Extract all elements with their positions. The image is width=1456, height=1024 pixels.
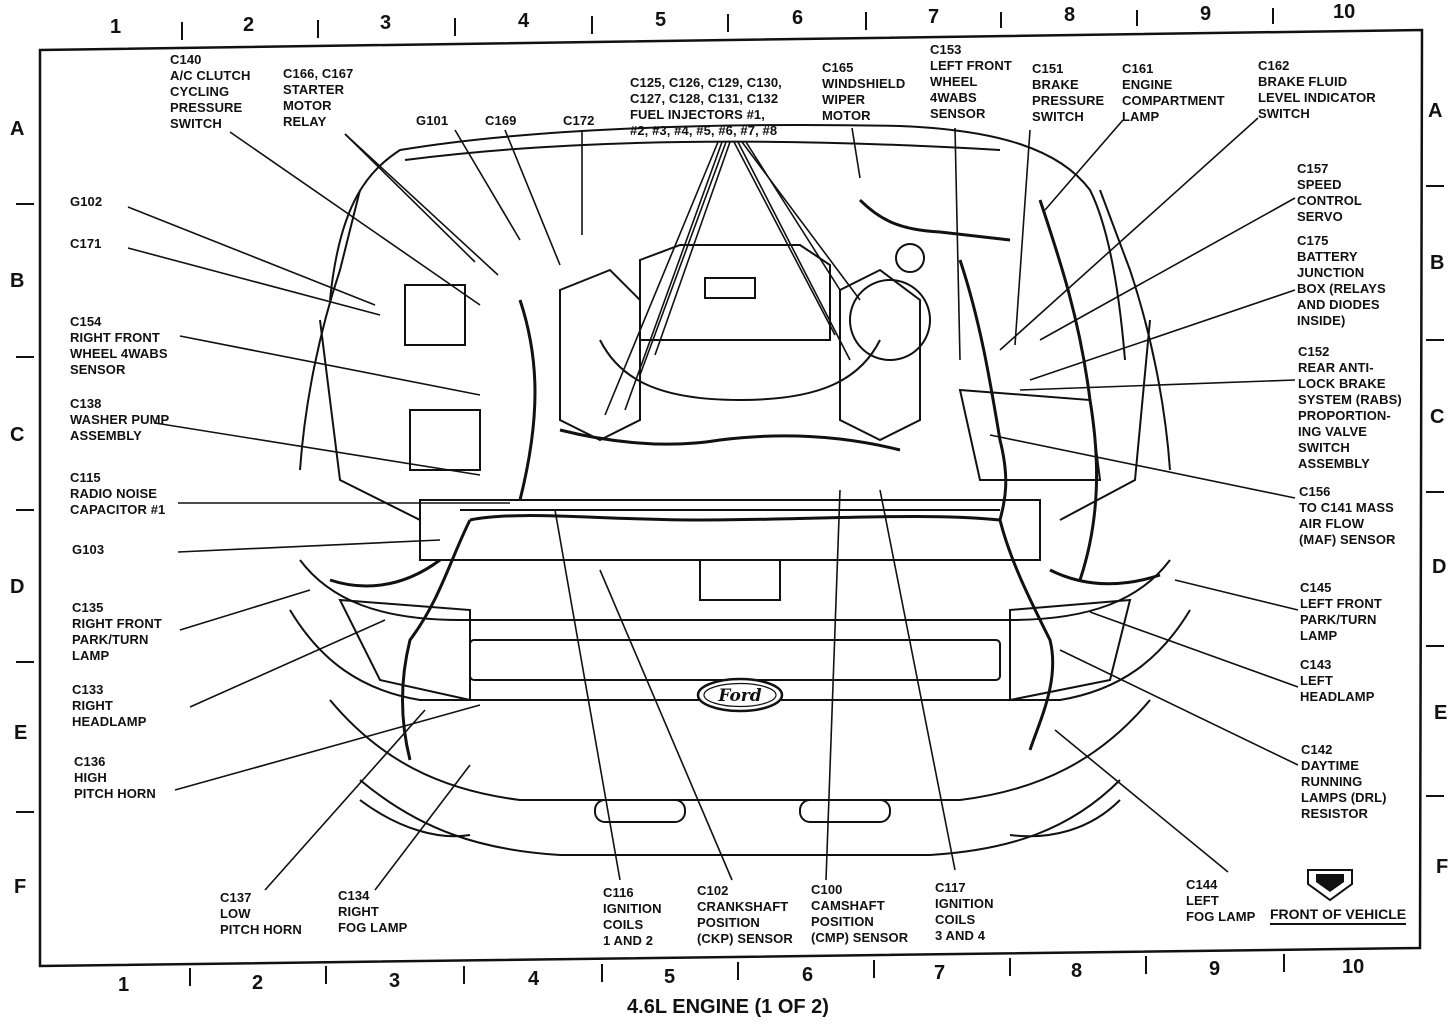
ford-logo-text: Ford	[717, 686, 761, 706]
label-c142: C142 DAYTIME RUNNING LAMPS (DRL) RESISTO…	[1301, 742, 1387, 821]
grid-col-7-bottom: 7	[934, 962, 946, 984]
label-c144: C144 LEFT FOG LAMP	[1186, 877, 1256, 924]
front-arrow-icon	[1307, 869, 1353, 902]
grid-col-3-top: 3	[380, 12, 392, 34]
grid-col-8-bottom: 8	[1071, 960, 1083, 982]
grid-col-4-top: 4	[518, 10, 530, 32]
label-c135: C135 RIGHT FRONT PARK/TURN LAMP	[72, 600, 162, 663]
grid-col-5-top: 5	[655, 9, 667, 31]
grid-col-1-bottom: 1	[118, 974, 130, 996]
label-c137: C137 LOW PITCH HORN	[220, 890, 302, 937]
label-c172: C172	[563, 113, 595, 128]
label-g101: G101	[416, 113, 449, 128]
label-c117: C117 IGNITION COILS 3 AND 4	[935, 880, 994, 943]
grid-ticks	[16, 8, 1444, 986]
label-c151: C151 BRAKE PRESSURE SWITCH	[1032, 61, 1105, 124]
label-c102: C102 CRANKSHAFT POSITION (CKP) SENSOR	[697, 883, 793, 946]
grid-col-9-top: 9	[1200, 3, 1212, 25]
grid-col-7-top: 7	[928, 6, 940, 28]
grid-col-8-top: 8	[1064, 4, 1076, 26]
label-c161: C161 ENGINE COMPARTMENT LAMP	[1122, 61, 1225, 124]
grid-row-e-right: E	[1434, 702, 1448, 724]
label-c116: C116 IGNITION COILS 1 AND 2	[603, 885, 662, 948]
grid-row-c-right: C	[1430, 406, 1445, 428]
label-c134: C134 RIGHT FOG LAMP	[338, 888, 408, 935]
label-c136: C136 HIGH PITCH HORN	[74, 754, 156, 801]
label-c115: C115 RADIO NOISE CAPACITOR #1	[70, 470, 166, 517]
grid-col-10-top: 10	[1333, 1, 1356, 23]
grid-col-1-top: 1	[110, 16, 122, 38]
label-c100: C100 CAMSHAFT POSITION (CMP) SENSOR	[811, 882, 909, 945]
front-of-vehicle-label: FRONT OF VEHICLE	[1270, 906, 1407, 925]
label-c175: C175 BATTERY JUNCTION BOX (RELAYS AND DI…	[1297, 233, 1386, 328]
grid-col-9-bottom: 9	[1209, 958, 1221, 980]
grid-row-a-right: A	[1428, 100, 1443, 122]
label-c156: C156 TO C141 MASS AIR FLOW (MAF) SENSOR	[1299, 484, 1396, 547]
grid-row-d-left: D	[10, 576, 25, 598]
label-c143: C143 LEFT HEADLAMP	[1300, 657, 1375, 704]
label-c166: C166, C167 STARTER MOTOR RELAY	[283, 66, 354, 129]
grid-col-10-bottom: 10	[1342, 956, 1365, 978]
label-c162: C162 BRAKE FLUID LEVEL INDICATOR SWITCH	[1258, 58, 1376, 121]
grid-row-b-left: B	[10, 270, 25, 292]
label-g103: G103	[72, 542, 105, 557]
engine-bay-art	[289, 124, 1191, 856]
grid-col-3-bottom: 3	[389, 970, 401, 992]
grid-row-d-right: D	[1432, 556, 1447, 578]
grid-row-e-left: E	[14, 722, 28, 744]
label-c157: C157 SPEED CONTROL SERVO	[1297, 161, 1362, 224]
grid-row-b-right: B	[1430, 252, 1445, 274]
grid-col-2-bottom: 2	[252, 972, 264, 994]
ford-logo: Ford	[696, 677, 784, 713]
label-c171: C171	[70, 236, 102, 251]
grid-row-a-left: A	[10, 118, 25, 140]
label-g102: G102	[70, 194, 103, 209]
wiring-harness	[329, 198, 1161, 761]
label-c125: C125, C126, C129, C130, C127, C128, C131…	[630, 75, 782, 138]
label-c145: C145 LEFT FRONT PARK/TURN LAMP	[1300, 580, 1382, 643]
grid-row-c-left: C	[10, 424, 25, 446]
grid-col-5-bottom: 5	[664, 966, 676, 988]
grid-col-6-top: 6	[792, 7, 804, 29]
label-c169: C169	[485, 113, 517, 128]
label-c138: C138 WASHER PUMP ASSEMBLY	[70, 396, 170, 443]
leader-lines	[127, 117, 1299, 891]
grid-row-f-left: F	[14, 876, 27, 898]
label-c165: C165 WINDSHIELD WIPER MOTOR	[822, 60, 906, 123]
grid-col-4-bottom: 4	[528, 968, 540, 990]
grid-row-f-right: F	[1436, 856, 1449, 878]
grid-col-6-bottom: 6	[802, 964, 814, 986]
label-c154: C154 RIGHT FRONT WHEEL 4WABS SENSOR	[70, 314, 168, 377]
label-c140: C140 A/C CLUTCH CYCLING PRESSURE SWITCH	[170, 52, 251, 131]
grid-col-2-top: 2	[243, 14, 255, 36]
label-c153: C153 LEFT FRONT WHEEL 4WABS SENSOR	[930, 42, 1012, 121]
label-c152: C152 REAR ANTI- LOCK BRAKE SYSTEM (RABS)…	[1298, 344, 1402, 471]
label-c133: C133 RIGHT HEADLAMP	[72, 682, 147, 729]
diagram-border	[38, 28, 1424, 968]
diagram-caption: 4.6L ENGINE (1 OF 2)	[627, 996, 829, 1018]
